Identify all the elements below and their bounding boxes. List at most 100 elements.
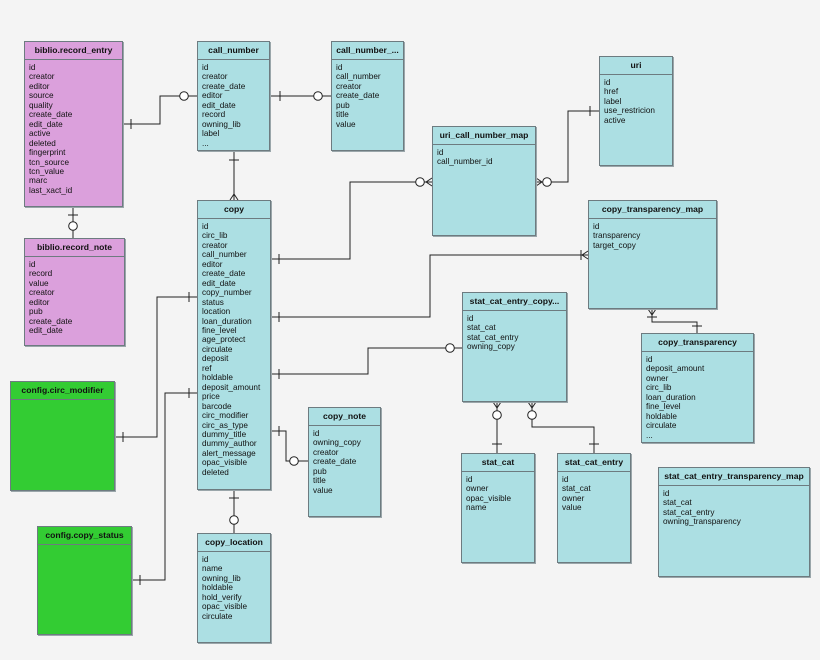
field-name: circulate [646, 421, 677, 431]
field-name: tcn_value [29, 166, 65, 176]
table-title: call_number [198, 42, 269, 60]
field-name: ... [646, 430, 653, 440]
table-title: stat_cat_entry [558, 454, 630, 472]
field-name: deleted [202, 467, 229, 477]
field-name: location [202, 307, 231, 317]
table-title: config.circ_modifier [11, 382, 114, 400]
optional-marker [415, 177, 425, 187]
field-name: owning_copy [313, 438, 361, 448]
field-name: owning_lib [202, 119, 241, 129]
field-name: deposit_amount [646, 364, 705, 374]
field-name: value [313, 485, 333, 495]
field-name: id [202, 63, 209, 72]
field-name: owning_transparency [663, 517, 741, 527]
table-title: copy_location [198, 534, 270, 552]
field-name: owning_copy [467, 342, 515, 352]
field-name: deposit_amount [202, 382, 261, 392]
field-name: record [202, 110, 226, 120]
field-name: editor [29, 297, 50, 307]
field-name: create_date [313, 457, 357, 467]
field-name: create_date [336, 91, 380, 101]
field-name: stat_cat [663, 498, 692, 508]
optional-marker [527, 410, 537, 420]
field-name: active [29, 129, 51, 139]
field-name: owner [646, 373, 669, 383]
field-name: creator [29, 288, 55, 298]
many-marker [647, 308, 653, 316]
field-name: stat_cat [562, 484, 591, 494]
many-marker [651, 308, 657, 316]
relationship-line [531, 402, 595, 453]
field-name: edit_date [202, 100, 236, 110]
field-name: circ_lib [646, 383, 672, 393]
table-title: uri_call_number_map [433, 127, 535, 145]
table-config-copy-status[interactable]: config.copy_status [37, 526, 132, 635]
many-marker [233, 193, 239, 201]
field-list [38, 545, 131, 548]
field-name: creator [202, 240, 228, 250]
field-name: fine_level [646, 402, 681, 412]
field-name: dummy_title [202, 429, 247, 439]
field-name: loan_duration [646, 392, 696, 402]
field-name: opac_visible [202, 602, 248, 612]
field-name: opac_visible [202, 458, 248, 468]
field-list [11, 400, 114, 403]
many-marker [581, 250, 589, 256]
optional-marker [542, 177, 552, 187]
field-name: id [313, 429, 320, 438]
field-name: id [29, 260, 36, 269]
many-marker [496, 401, 502, 409]
relationship-line [271, 430, 308, 462]
field-name: fingerprint [29, 148, 66, 158]
field-name: id [202, 555, 209, 564]
field-name: status [202, 297, 224, 307]
relationship-line [132, 392, 197, 581]
field-name: creator [202, 72, 228, 82]
field-name: id [202, 222, 209, 231]
field-name: id [437, 148, 444, 157]
field-name: call_number [336, 72, 381, 82]
field-name: pub [29, 307, 43, 317]
field-name: circ_modifier [202, 411, 249, 421]
table-config-circ-modifier[interactable]: config.circ_modifier [10, 381, 115, 491]
optional-marker [492, 410, 502, 420]
field-name: barcode [202, 401, 232, 411]
table-title: stat_cat_entry_transparency_map [659, 468, 809, 486]
field-name: ref [202, 363, 212, 373]
relationship-line [271, 347, 462, 375]
field-name: create_date [29, 316, 73, 326]
optional-marker [313, 91, 323, 101]
field-name: circulate [202, 611, 233, 621]
field-name: hold_verify [202, 592, 242, 602]
table-title: biblio.record_note [25, 239, 124, 257]
field-name: holdable [202, 373, 233, 383]
optional-marker [68, 221, 78, 231]
relationship-line [651, 309, 698, 333]
many-marker [581, 254, 589, 260]
field-name: deleted [29, 138, 56, 148]
optional-marker [179, 91, 189, 101]
field-name: title [313, 476, 326, 486]
table-title: call_number_... [332, 42, 403, 60]
field-name: circ_lib [202, 231, 228, 241]
